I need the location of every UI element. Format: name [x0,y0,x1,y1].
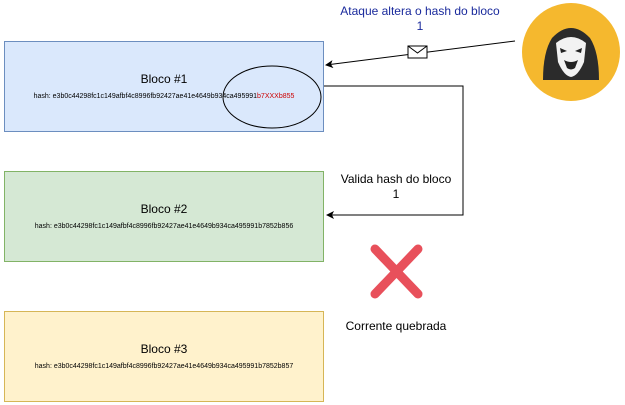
block-2-hash: hash: e3b0c44298fc1c149afbf4c8996fb92427… [34,223,294,230]
red-x-icon [370,244,423,299]
block-3-title: Bloco #3 [140,342,188,356]
block-1-hash: hash: e3b0c44298fc1c149afbf4c8996fb92427… [5,93,323,100]
validate-label: Valida hash do bloco 1 [340,172,452,201]
tamper-highlight-ellipse [222,65,322,129]
block-1: Bloco #1 hash: e3b0c44298fc1c149afbf4c89… [4,41,324,132]
envelope-icon [407,45,428,59]
block-1-hash-prefix: hash: e3b0c44298fc1c149afbf4c8996fb92427… [33,93,258,100]
validate-connector [324,85,464,219]
attack-label: Ataque altera o hash do bloco 1 [340,4,500,33]
broken-chain-label: Corrente quebrada [345,319,447,333]
hacker-icon [522,3,620,101]
block-2-title: Bloco #2 [140,202,188,216]
block-3-hash: hash: e3b0c44298fc1c149afbf4c8996fb92427… [34,363,294,370]
block-1-hash-tampered: b7XXXb855 [257,93,295,100]
block-1-title: Bloco #1 [140,72,188,86]
block-2: Bloco #2 hash: e3b0c44298fc1c149afbf4c89… [4,171,324,262]
block-3: Bloco #3 hash: e3b0c44298fc1c149afbf4c89… [4,311,324,402]
